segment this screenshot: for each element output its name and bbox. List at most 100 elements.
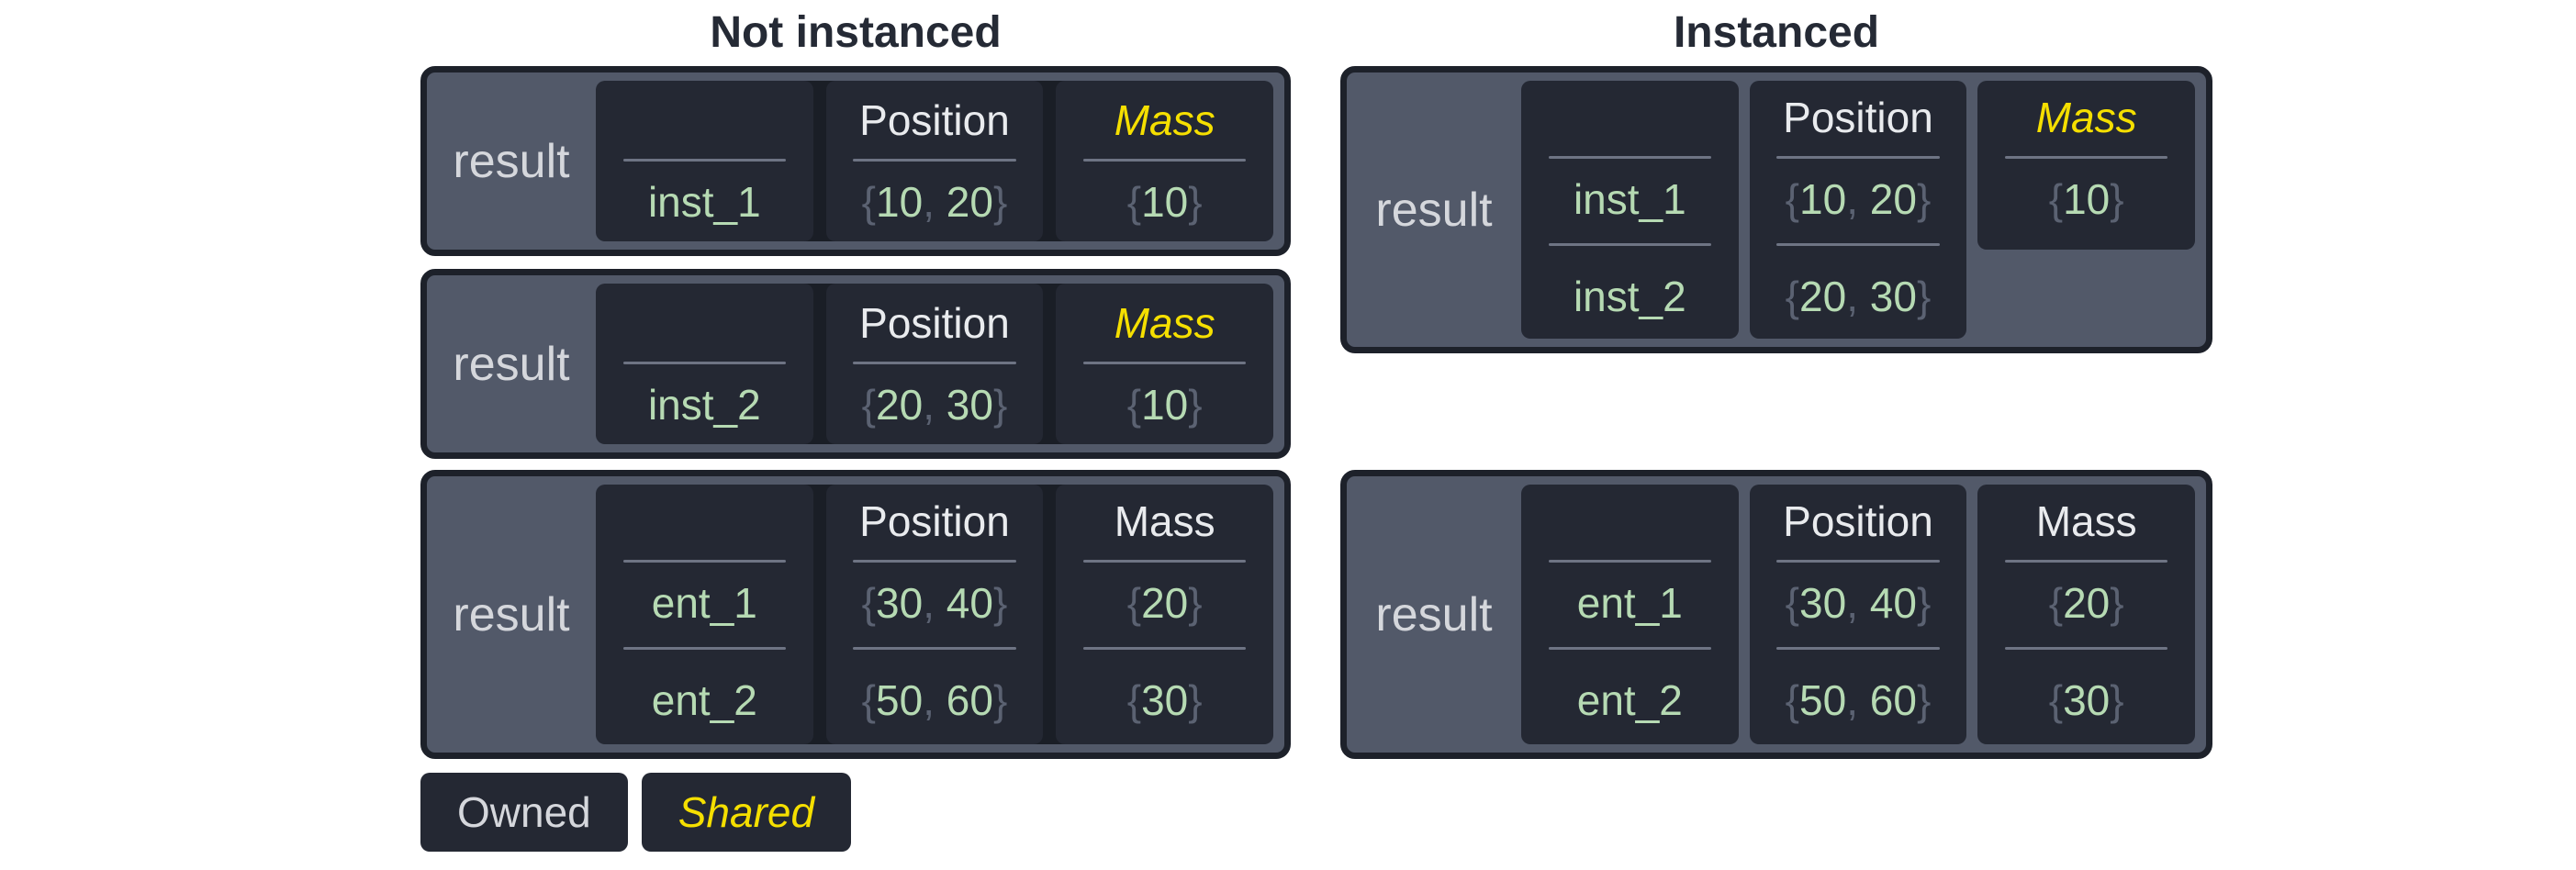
entity-cell: inst_1 inst_2 [1521, 81, 1739, 339]
cell-divider [1082, 647, 1247, 650]
comma: , [1846, 273, 1870, 320]
cell-divider [1082, 159, 1247, 162]
component-cell-position: Position {20, 30} [825, 284, 1044, 444]
brace-close: } [992, 579, 1008, 627]
cell-divider [2004, 560, 2168, 563]
component-value: {30, 40} [862, 576, 1008, 630]
comma: , [923, 381, 946, 429]
cell-divider [1776, 156, 1940, 159]
value: 30 [2063, 676, 2111, 724]
value: 10 [876, 178, 924, 226]
entity-cell: inst_1 [596, 81, 813, 241]
entity-name: ent_1 [651, 579, 757, 627]
component-cell-mass-shared-single: Mass {10} [1977, 81, 2196, 250]
brace-close: } [1916, 175, 1932, 223]
cell-divider [853, 560, 1016, 563]
component-cell-position: Position {30, 40} {50, 60} [1749, 485, 1967, 744]
brace-open: { [1785, 273, 1800, 320]
cell-header-position: Position [859, 497, 1010, 545]
cell-divider [853, 159, 1016, 162]
component-value: {20} [2049, 576, 2124, 630]
brace-open: { [861, 178, 877, 226]
brace-open: { [1785, 579, 1800, 627]
component-cell-position: Position {30, 40} {50, 60} [825, 485, 1044, 744]
value: 60 [946, 676, 993, 724]
component-value: {10, 20} [1786, 173, 1932, 226]
component-value: {10} [1127, 378, 1203, 431]
cell-divider [622, 647, 787, 650]
component-cell-position: Position {10, 20} [825, 81, 1044, 241]
brace-open: { [1785, 676, 1800, 724]
result-label: result [1375, 587, 1493, 641]
value: 10 [1141, 178, 1189, 226]
cells-row: inst_2 Position {20, 30} Mass {10} [596, 284, 1274, 444]
component-value: {30} [2049, 674, 2124, 727]
legend: Owned Shared [420, 773, 1291, 852]
brace-close: } [2110, 676, 2124, 724]
component-cell-mass: Mass {10} [1056, 81, 1274, 241]
brace-open: { [861, 579, 877, 627]
brace-open: { [861, 381, 877, 429]
entity-cell: ent_1 ent_2 [596, 485, 813, 744]
entity-name: inst_2 [1573, 273, 1686, 320]
component-value: {20} [1127, 576, 1203, 630]
value: 30 [1799, 579, 1847, 627]
diagram-columns: Not instanced result inst_1 Position {10… [420, 0, 2212, 852]
component-value: {50, 60} [862, 674, 1008, 727]
value: 30 [876, 579, 924, 627]
cell-divider [1082, 362, 1247, 364]
value: 30 [946, 381, 993, 429]
legend-shared: Shared [641, 773, 852, 852]
value: 30 [1869, 273, 1917, 320]
result-label: result [453, 587, 570, 641]
title-instanced: Instanced [1673, 8, 1880, 57]
brace-open: { [2048, 175, 2064, 223]
cells-row: ent_1 ent_2 Position {30, 40} {50, 60} M… [1521, 485, 2196, 744]
result-box-inst1: result inst_1 Position {10, 20} Mass [420, 66, 1291, 256]
entity-name: inst_2 [647, 381, 761, 429]
brace-open: { [1126, 381, 1142, 429]
result-box-entities-left: result ent_1 ent_2 Position {30, 40} [420, 470, 1291, 759]
value: 40 [946, 579, 993, 627]
cell-divider [622, 560, 787, 563]
brace-close: } [1188, 676, 1203, 724]
result-label: result [1375, 183, 1493, 237]
cell-header-position: Position [1783, 497, 1933, 545]
cell-header-mass: Mass [2035, 497, 2137, 545]
value: 40 [1869, 579, 1917, 627]
entity-name: ent_2 [1576, 676, 1683, 724]
value: 10 [1799, 175, 1847, 223]
value: 30 [1141, 676, 1189, 724]
brace-close: } [2110, 579, 2124, 627]
cell-divider [853, 647, 1016, 650]
cell-divider [1548, 560, 1712, 563]
brace-close: } [992, 178, 1008, 226]
brace-close: } [992, 381, 1008, 429]
entity-name: ent_1 [1576, 579, 1683, 627]
legend-owned: Owned [420, 773, 628, 852]
brace-open: { [861, 676, 877, 724]
value: 20 [2063, 579, 2111, 627]
component-value: {30, 40} [1786, 576, 1932, 630]
entity-cell: inst_2 [596, 284, 813, 444]
title-not-instanced: Not instanced [710, 8, 1002, 57]
value: 50 [876, 676, 924, 724]
cell-header-mass-shared: Mass [1114, 96, 1215, 144]
component-value: {10} [2049, 173, 2124, 226]
comma: , [1846, 579, 1870, 627]
value: 10 [2063, 175, 2111, 223]
result-label: result [453, 337, 570, 391]
component-value: {30} [1127, 674, 1203, 727]
cell-divider [622, 159, 787, 162]
component-cell-mass: Mass {10} [1056, 284, 1274, 444]
value: 20 [946, 178, 993, 226]
brace-close: } [992, 676, 1008, 724]
value: 50 [1799, 676, 1847, 724]
column-not-instanced: Not instanced result inst_1 Position {10… [420, 0, 1291, 852]
value: 20 [876, 381, 924, 429]
cell-header-position: Position [859, 96, 1010, 144]
brace-close: } [1916, 676, 1932, 724]
value: 20 [1869, 175, 1917, 223]
cell-divider [853, 362, 1016, 364]
